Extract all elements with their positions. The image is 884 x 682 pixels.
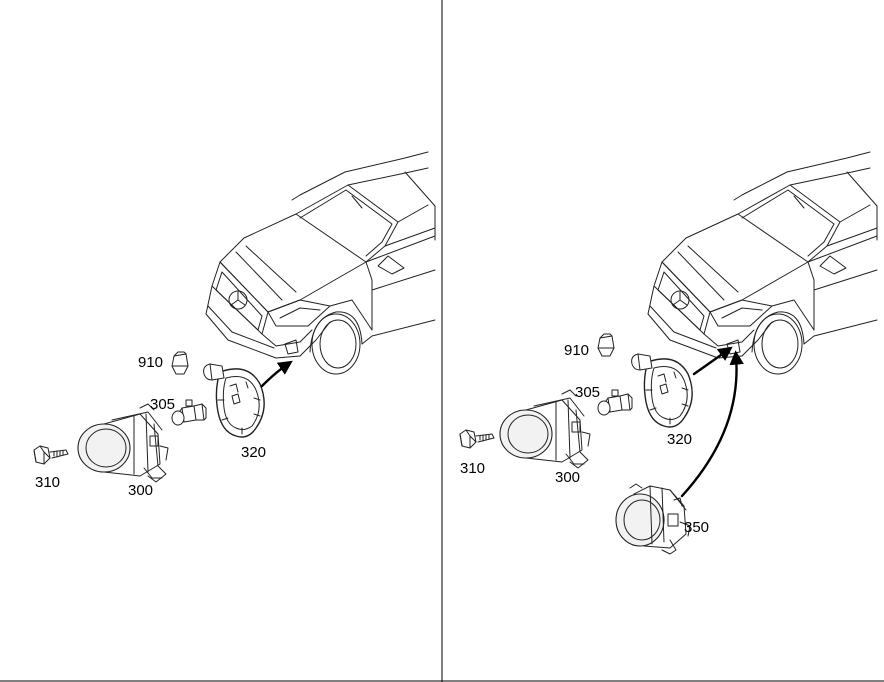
bulb-icon [171,399,207,426]
fog-lamp-icon [615,483,691,555]
label-305-left: 305 [150,396,175,413]
left-panel: 910 305 320 310 300 [33,151,436,499]
trim-ring-icon [202,363,265,438]
car-front-icon [647,151,878,375]
arrow-icon [680,350,744,498]
label-910-left: 910 [138,354,163,371]
label-310-right: 310 [460,460,485,477]
connector-icon [171,351,189,375]
label-350: 350 [684,519,709,536]
label-305-right: 305 [575,384,600,401]
arrow-icon [692,346,733,376]
label-320-left: 320 [241,444,266,461]
fog-lamp-icon [499,389,591,469]
label-320-right: 320 [667,431,692,448]
car-front-icon [205,151,436,375]
label-910-right: 910 [564,342,589,359]
fog-lamp-icon [77,403,169,483]
connector-icon [597,333,615,357]
right-panel: 910 305 320 310 300 350 [459,151,878,555]
label-300-right: 300 [555,469,580,486]
bulb-icon [597,389,633,416]
label-310-left: 310 [35,474,60,491]
arrow-icon [260,360,293,388]
screw-icon [33,445,69,465]
screw-icon [459,429,495,449]
trim-ring-icon [630,353,693,428]
label-300-left: 300 [128,482,153,499]
